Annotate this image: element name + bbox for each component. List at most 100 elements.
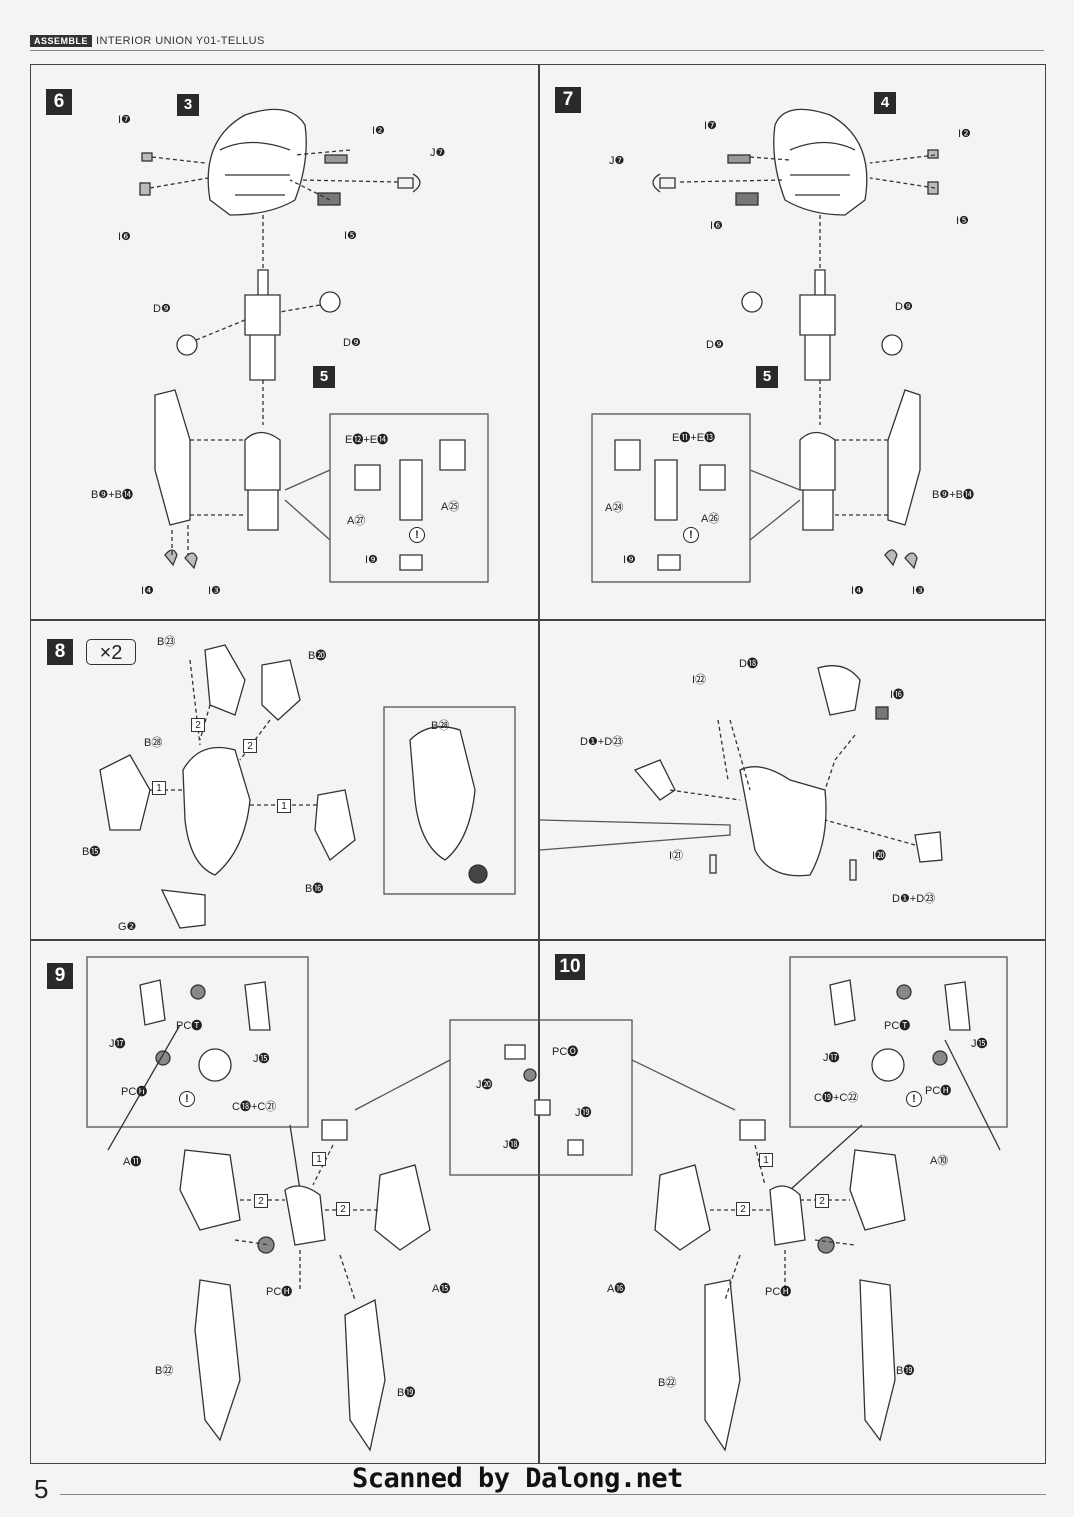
part-label: G❷ <box>118 921 137 933</box>
part-label: J⓳ <box>575 1107 592 1119</box>
part-label: I❷ <box>372 125 385 137</box>
part-label: B⓳ <box>397 1387 416 1399</box>
part-label: A㉕ <box>441 501 460 513</box>
order-number: 2 <box>254 1194 268 1208</box>
part-label: B㉓ <box>157 636 176 648</box>
part-label: I❸ <box>912 585 925 597</box>
assemble-tag: ASSEMBLE <box>30 35 93 47</box>
page-header: ASSEMBLE INTERIOR UNION Y01-TELLUS <box>30 34 265 48</box>
part-label: A⓾ <box>930 1155 949 1167</box>
step-10-number: 10 <box>555 954 585 980</box>
quantity-multiplier: ×2 <box>86 639 136 665</box>
part-label: B⓳ <box>896 1365 915 1377</box>
caution-icon: ! <box>683 527 699 543</box>
part-label: PC🅞 <box>552 1046 579 1058</box>
order-number: 2 <box>191 718 205 732</box>
part-label: I㉑ <box>669 850 684 862</box>
part-label: I❹ <box>851 585 864 597</box>
part-label: D❶+D㉓ <box>580 736 624 748</box>
part-label: A㉗ <box>347 515 366 527</box>
part-label: B⓯ <box>82 846 101 858</box>
part-label: J⓯ <box>253 1053 270 1065</box>
order-number: 2 <box>336 1202 350 1216</box>
part-label: J⓱ <box>823 1052 840 1064</box>
order-number: 2 <box>736 1202 750 1216</box>
header-rule <box>30 50 1044 51</box>
part-label: E⓫+E⓭ <box>672 432 716 444</box>
divider-row3 <box>538 939 540 1464</box>
part-label: J⓴ <box>476 1079 493 1091</box>
part-label: PC🅣 <box>176 1020 203 1032</box>
part-label: D❶+D㉓ <box>892 893 936 905</box>
part-label: I❾ <box>623 554 636 566</box>
part-label: B㉒ <box>658 1377 677 1389</box>
part-label: B❾+B⓮ <box>932 489 974 501</box>
part-label: J❼ <box>609 155 625 167</box>
step-6-ref-3: 3 <box>177 94 199 116</box>
step-8-number: 8 <box>47 639 73 665</box>
order-number: 1 <box>312 1152 326 1166</box>
part-label: B㉘ <box>144 737 163 749</box>
part-label: A⓯ <box>432 1283 451 1295</box>
step-9-number: 9 <box>47 963 73 989</box>
part-label: J⓱ <box>109 1038 126 1050</box>
caution-icon: ! <box>906 1091 922 1107</box>
part-label: B❾+B⓮ <box>91 489 133 501</box>
step-6-number: 6 <box>46 89 72 115</box>
part-label: I⓴ <box>872 850 887 862</box>
part-label: I❺ <box>344 230 357 242</box>
part-label: I❸ <box>208 585 221 597</box>
page-number: 5 <box>34 1474 49 1504</box>
order-number: 1 <box>277 799 291 813</box>
part-label: A⓰ <box>607 1283 626 1295</box>
part-label: I❾ <box>365 554 378 566</box>
part-label: I❷ <box>958 128 971 140</box>
part-label: I❻ <box>710 220 723 232</box>
part-label: I⓰ <box>890 689 905 701</box>
order-number: 2 <box>815 1194 829 1208</box>
part-label: A⓫ <box>123 1156 142 1168</box>
part-label: E⓬+E⓮ <box>345 434 389 446</box>
part-label: J⓯ <box>971 1038 988 1050</box>
part-label: I❻ <box>118 231 131 243</box>
part-label: C⓳+C㉒ <box>814 1092 859 1104</box>
part-label: I❼ <box>118 114 131 126</box>
part-label: D❾ <box>706 339 724 351</box>
part-label: PC🅣 <box>884 1020 911 1032</box>
part-label: PC🅗 <box>765 1286 792 1298</box>
part-label: B⓰ <box>305 883 324 895</box>
part-label: B㉘ <box>431 720 450 732</box>
divider-row2 <box>538 619 540 939</box>
footer-rule <box>60 1494 1046 1495</box>
scanner-watermark: Scanned by Dalong.net <box>352 1463 683 1494</box>
step-7-ref-4: 4 <box>874 92 896 114</box>
part-label: J⓲ <box>503 1139 520 1151</box>
part-label: I❼ <box>704 120 717 132</box>
part-label: D❾ <box>895 301 913 313</box>
part-label: PC🅗 <box>266 1286 293 1298</box>
order-number: 1 <box>759 1153 773 1167</box>
part-label: PC🅗 <box>121 1086 148 1098</box>
part-label: I❺ <box>956 215 969 227</box>
header-title: INTERIOR UNION Y01-TELLUS <box>96 35 265 47</box>
divider-row1 <box>538 64 540 619</box>
part-label: PC🅗 <box>925 1085 952 1097</box>
caution-icon: ! <box>409 527 425 543</box>
part-label: D❾ <box>153 303 171 315</box>
part-label: B⓴ <box>308 650 327 662</box>
part-label: I❹ <box>141 585 154 597</box>
part-label: A㉔ <box>605 502 624 514</box>
part-label: D⓲ <box>739 658 758 670</box>
step-7-number: 7 <box>555 87 581 113</box>
order-number: 1 <box>152 781 166 795</box>
caution-icon: ! <box>179 1091 195 1107</box>
order-number: 2 <box>243 739 257 753</box>
step-7-ref-5: 5 <box>756 366 778 388</box>
part-label: D❾ <box>343 337 361 349</box>
part-label: A㉖ <box>701 513 720 525</box>
part-label: C⓲+C㉑ <box>232 1101 277 1113</box>
part-label: I㉒ <box>692 674 707 686</box>
step-6-ref-5: 5 <box>313 366 335 388</box>
part-label: B㉒ <box>155 1365 174 1377</box>
